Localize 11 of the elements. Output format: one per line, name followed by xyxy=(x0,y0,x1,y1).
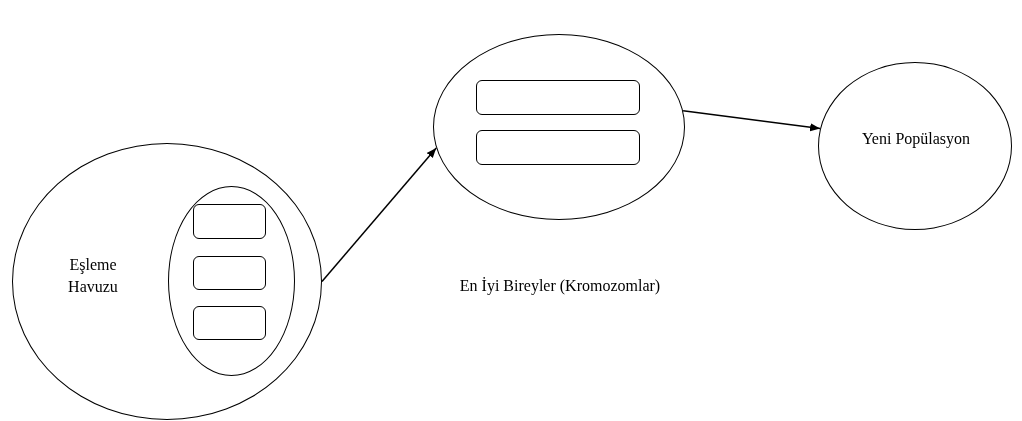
node-label: Yeni Popülasyon xyxy=(860,129,972,150)
rounded-box xyxy=(475,129,640,165)
rounded-box xyxy=(193,204,266,239)
circle-node xyxy=(12,143,322,420)
rounded-box xyxy=(475,79,640,115)
node-label: Eşleme Havuzu xyxy=(67,255,119,297)
rounded-box xyxy=(193,256,266,290)
arrow xyxy=(321,147,437,283)
arrow xyxy=(682,110,821,132)
rounded-box xyxy=(193,306,266,340)
node-label: En İyi Bireyler (Kromozomlar) xyxy=(458,276,662,297)
